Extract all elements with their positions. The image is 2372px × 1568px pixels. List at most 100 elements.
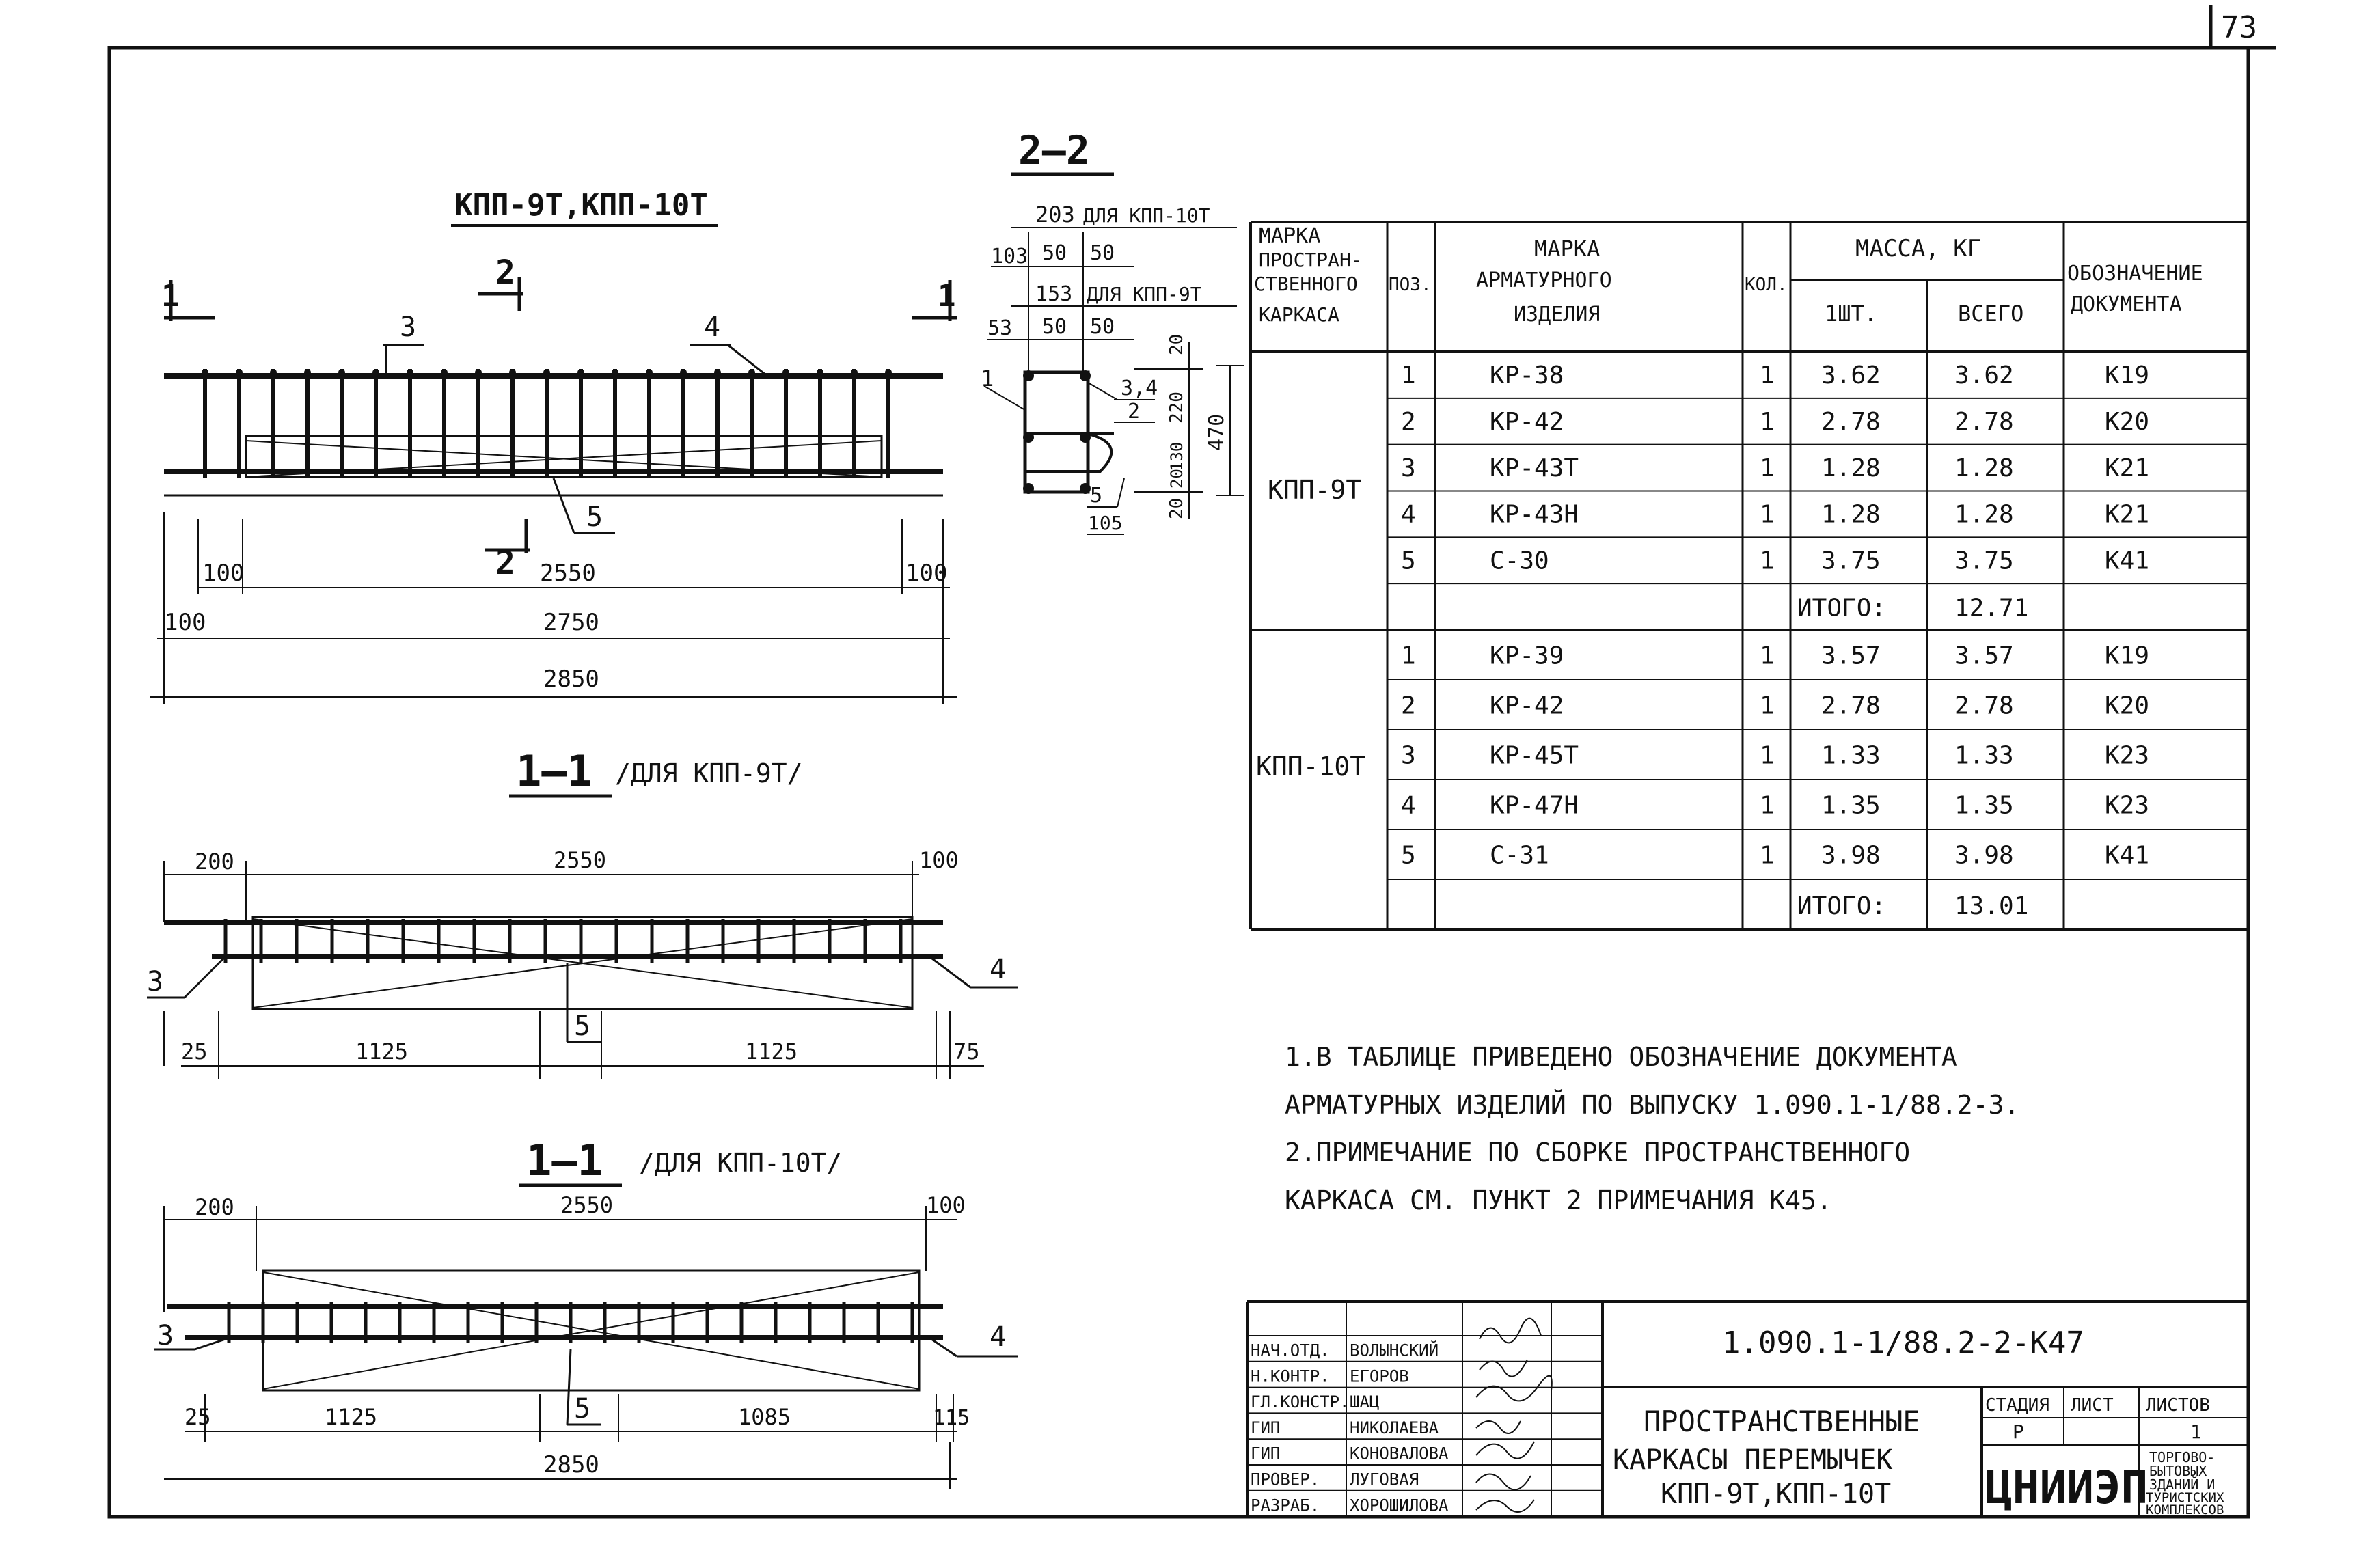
table-cell-pos: 2 — [1401, 408, 1416, 436]
table-cell-mass-one: 3.98 — [1821, 842, 1881, 870]
table-cell-mass-total: 1.28 — [1954, 454, 2014, 482]
s11-10t-stirrups — [227, 1302, 914, 1343]
s11-9t-stirrups — [223, 919, 903, 963]
section-1-1-10t: 1—1 /ДЛЯ КПП-10Т/ 200 2550 100 3 4 5 25 … — [154, 1136, 1018, 1489]
s11-10t-dim-115: 115 — [933, 1406, 970, 1430]
s22-vdim-130: 130 — [1167, 442, 1186, 471]
table-total-value: 12.71 — [1954, 594, 2028, 622]
s11-9t-dim-1125b: 1125 — [745, 1039, 798, 1064]
table-row-lines — [1387, 397, 2248, 880]
table-cell-doc: К20 — [2105, 692, 2149, 720]
cut-2-top-label: 2 — [495, 253, 515, 292]
table-cell-qty: 1 — [1760, 792, 1775, 820]
signatures — [1475, 1317, 1553, 1513]
table-cell-item: КР-47Н — [1490, 792, 1579, 820]
staff-name: ШАЦ — [1350, 1392, 1379, 1412]
table-cell-doc: К23 — [2105, 742, 2149, 770]
tb-designation: 1.090.1-1/88.2-2-К47 — [1722, 1325, 2084, 1360]
note-line-4: КАРКАСА СМ. ПУНКТ 2 ПРИМЕЧАНИЯ К45. — [1285, 1185, 1832, 1215]
s22-note-203: ДЛЯ КПП-10Т — [1083, 204, 1210, 227]
s11-10t-dim-25: 25 — [185, 1404, 211, 1430]
section-2-2: 2—2 203 ДЛЯ КПП-10Т 103 50 50 153 ДЛЯ КП… — [981, 127, 1244, 535]
s22-vdim-220: 220 — [1167, 391, 1187, 424]
table-cell-item: КР-43Т — [1490, 454, 1579, 482]
table-cell-doc: К41 — [2105, 547, 2149, 575]
th-marka-item-1: МАРКА — [1534, 236, 1600, 262]
staff-name: ВОЛЫНСКИЙ — [1350, 1340, 1439, 1360]
s22-dim-53: 53 — [987, 316, 1012, 340]
s22-dim-50b: 50 — [1090, 241, 1115, 265]
tb-title-2: КАРКАСЫ ПЕРЕМЫЧЕК — [1613, 1444, 1892, 1476]
table-cell-qty: 1 — [1760, 501, 1775, 529]
staff-role: ГИП — [1251, 1418, 1280, 1438]
s11-9t-pos-4: 4 — [990, 954, 1006, 985]
elev-dim-100-left: 100 — [202, 560, 244, 587]
table-cell-mass-one: 1.35 — [1821, 792, 1881, 820]
table-cell-mass-total: 2.78 — [1954, 692, 2014, 720]
table-cell-qty: 1 — [1760, 692, 1775, 720]
tb-org-sub-3: ЗДАНИЙ И — [2149, 1476, 2215, 1493]
elev-dim-100-right: 100 — [905, 560, 947, 587]
s11-9t-dim-1125a: 1125 — [355, 1039, 408, 1064]
th-marka-carcass-4: КАРКАСА — [1259, 303, 1339, 326]
table-cell-item: КР-43Н — [1490, 501, 1579, 529]
s11-10t-pos-4: 4 — [990, 1321, 1006, 1353]
table-cell-mass-one: 2.78 — [1821, 692, 1881, 720]
table-cell-pos: 1 — [1401, 361, 1416, 389]
s22-vdim-20a: 20 — [1167, 334, 1187, 355]
table-cell-pos: 5 — [1401, 842, 1416, 870]
sheet-number: 73 — [2221, 10, 2257, 45]
tb-title-1: ПРОСТРАНСТВЕННЫЕ — [1644, 1405, 1920, 1438]
th-marka-item-3: ИЗДЕЛИЯ — [1514, 303, 1600, 327]
elevation-view: 1 1 2 2 3 4 5 100 — [150, 253, 957, 704]
tb-org-sub-4: ТУРИСТСКИХ — [2146, 1490, 2224, 1505]
table-cell-mass-total: 1.28 — [1954, 501, 2014, 529]
group-mark-10t: КПП-10Т — [1256, 752, 1365, 782]
th-marka-carcass-3: СТВЕННОГО — [1254, 273, 1358, 295]
cut-1-right-label: 1 — [938, 279, 956, 314]
elev-dim-2750: 2750 — [543, 609, 599, 636]
table-cell-mass-total: 3.75 — [1954, 547, 2014, 575]
th-pos: ПОЗ. — [1389, 275, 1432, 295]
s11-10t-dim-1085: 1085 — [738, 1404, 791, 1430]
table-cell-doc: К20 — [2105, 408, 2149, 436]
s22-vdim-20c: 20 — [1167, 498, 1187, 519]
table-cell-mass-one: 1.33 — [1821, 742, 1881, 770]
table-cell-pos: 5 — [1401, 547, 1416, 575]
tb-sheets-label: ЛИСТОВ — [2146, 1395, 2210, 1416]
table-cell-qty: 1 — [1760, 842, 1775, 870]
s11-10t-pos-5: 5 — [574, 1393, 590, 1425]
s22-dim-50c: 50 — [1042, 315, 1067, 339]
note-line-3: 2.ПРИМЕЧАНИЕ ПО СБОРКЕ ПРОСТРАНСТВЕННОГО — [1285, 1138, 1910, 1168]
th-mass: МАССА, КГ — [1855, 235, 1981, 262]
elev-pos-5: 5 — [586, 501, 603, 533]
table-cell-mass-total: 1.35 — [1954, 792, 2014, 820]
th-marka-carcass-2: ПРОСТРАН- — [1259, 249, 1363, 271]
cut-2-bottom-label: 2 — [495, 544, 515, 582]
table-cell-mass-one: 3.57 — [1821, 642, 1881, 670]
elev-dim-100-far: 100 — [164, 609, 206, 636]
s22-pos-5: 5 — [1090, 484, 1102, 508]
staff-rows: НАЧ.ОТД.ВОЛЫНСКИЙН.КОНТР.ЕГОРОВГЛ.КОНСТР… — [1251, 1340, 1449, 1515]
s11-10t-dim-1125: 1125 — [325, 1404, 377, 1430]
s11-9t-subtitle: /ДЛЯ КПП-9Т/ — [615, 758, 803, 788]
table-cell-mass-total: 3.62 — [1954, 361, 2014, 389]
table-cell-mass-one: 3.62 — [1821, 361, 1881, 389]
s11-9t-dim-100: 100 — [919, 847, 959, 873]
section-1-1-9t: 1—1 /ДЛЯ КПП-9Т/ 200 2550 100 3 4 5 25 1 — [147, 746, 1018, 1079]
tb-org-sub-1: ТОРГОВО- — [2149, 1449, 2215, 1466]
table-cell-qty: 1 — [1760, 361, 1775, 389]
s11-10t-title: 1—1 — [526, 1136, 603, 1185]
staff-name: НИКОЛАЕВА — [1350, 1418, 1439, 1438]
s11-10t-dim-100: 100 — [926, 1192, 966, 1218]
s11-9t-pos-5: 5 — [574, 1010, 590, 1042]
table-cell-doc: К21 — [2105, 454, 2149, 482]
s22-vdim-20b: 20 — [1167, 469, 1186, 489]
tb-title-3: КПП-9Т,КПП-10Т — [1661, 1478, 1891, 1510]
elev-dim-2850: 2850 — [543, 665, 599, 693]
table-cell-pos: 2 — [1401, 692, 1416, 720]
th-marka-carcass-1: МАРКА — [1259, 224, 1320, 248]
cut-1-left-label: 1 — [161, 279, 180, 314]
table-cell-item: КР-45Т — [1490, 742, 1579, 770]
tb-sheets: 1 — [2190, 1420, 2202, 1443]
